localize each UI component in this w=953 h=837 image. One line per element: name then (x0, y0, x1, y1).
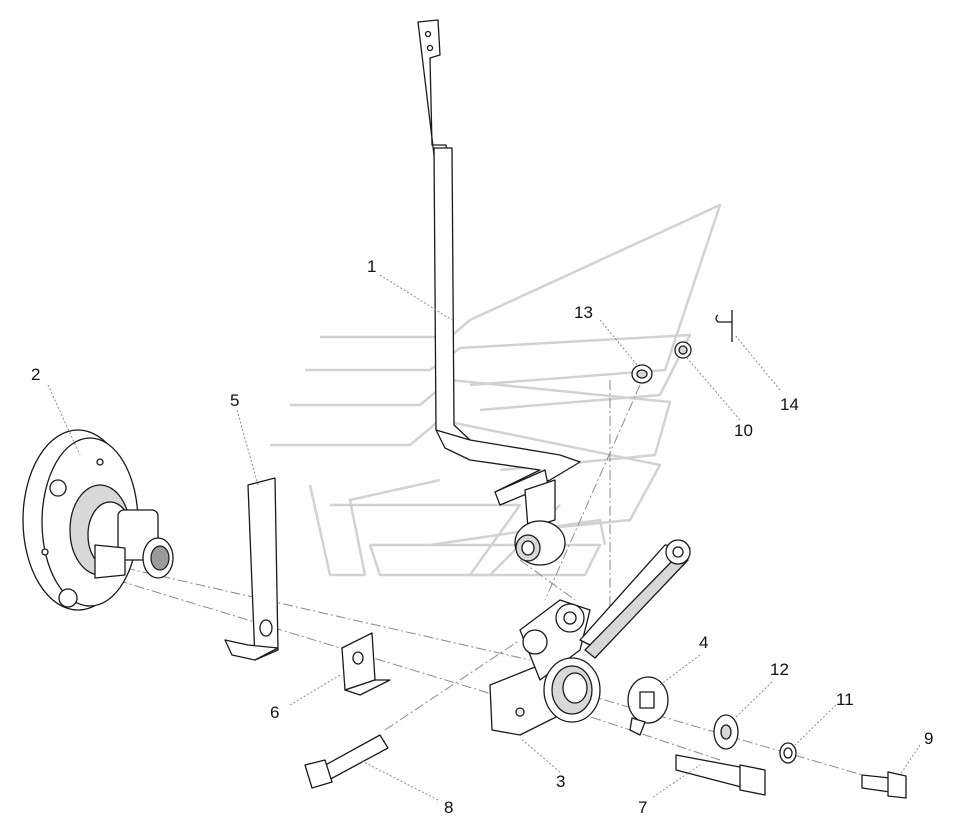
part-13-washer (631, 364, 653, 384)
part-2-flange-hub (22, 429, 174, 611)
part-8-bolt (304, 734, 389, 789)
callout-6: 6 (270, 703, 279, 722)
callout-labels: 1 2 3 4 5 6 7 8 9 10 11 12 13 14 (31, 257, 933, 817)
part-14-pin (715, 310, 733, 342)
callout-13: 13 (574, 303, 593, 322)
part-1-lever (417, 19, 581, 566)
callout-9: 9 (924, 729, 933, 748)
callout-8: 8 (444, 798, 453, 817)
callout-7: 7 (638, 798, 647, 817)
watermark-logo (270, 203, 722, 577)
callout-5: 5 (230, 391, 239, 410)
callout-4: 4 (699, 633, 708, 652)
part-7-long-bolt (675, 754, 766, 796)
callout-10: 10 (734, 421, 753, 440)
callout-2: 2 (31, 365, 40, 384)
part-10-washer (674, 341, 692, 359)
part-6-angle-bracket (341, 632, 391, 696)
part-4-tab-washer (627, 676, 669, 736)
part-11-spring-washer (779, 742, 797, 764)
callout-12: 12 (770, 660, 789, 679)
part-3-crank-arm (489, 539, 691, 736)
callout-14: 14 (780, 395, 799, 414)
part-12-flat-washer (713, 714, 739, 750)
part-5-bracket (224, 477, 279, 661)
part-9-short-bolt (861, 771, 907, 799)
callout-11: 11 (836, 690, 854, 709)
leader-lines (47, 274, 921, 801)
callout-1: 1 (367, 257, 376, 276)
callout-3: 3 (556, 772, 565, 791)
assembly-axes (89, 380, 881, 781)
